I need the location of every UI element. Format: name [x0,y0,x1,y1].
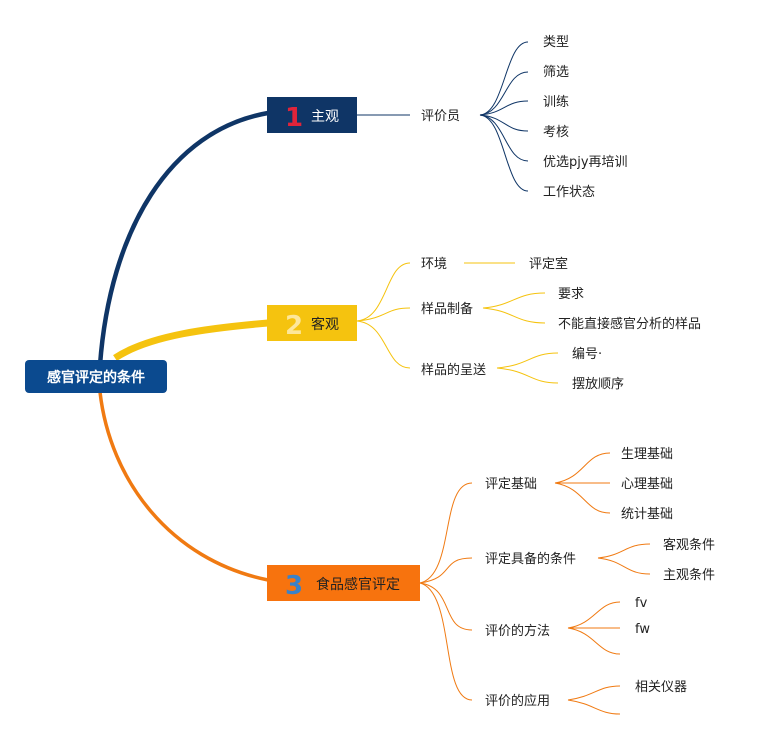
leaf-pingdingshi[interactable]: 评定室 [529,256,568,272]
branch-1-label: 主观 [311,109,339,125]
leaf-buneng[interactable]: 不能直接感官分析的样品 [558,316,701,332]
connector-branch-2 [113,319,269,361]
leaf-xiangguanyiqi[interactable]: 相关仪器 [635,680,687,695]
branch-3-node[interactable]: 3 食品感官评定 [267,565,420,601]
root-node[interactable]: 感官评定的条件 [25,360,167,393]
branch-2-label: 客观 [311,316,339,333]
leaf-keguan[interactable]: 客观条件 [663,537,715,553]
leaf-yaoqiu[interactable]: 要求 [558,287,584,302]
leaf-xinli[interactable]: 心理基础 [621,477,673,492]
node-yingyong[interactable]: 评价的应用 [485,693,550,709]
node-yangpinzhibei[interactable]: 样品制备 [421,301,473,317]
node-huanjing[interactable]: 环境 [421,257,447,272]
leaf-youxuan[interactable]: 优选pjy再培训 [543,154,628,170]
leaf-gongzuo[interactable]: 工作状态 [543,185,595,200]
root-node-box [25,360,167,393]
root-node-label: 感官评定的条件 [47,369,145,386]
connectors-b3-l1 [419,482,473,701]
connectors-b3-leaves [554,452,651,715]
leaf-kaohe[interactable]: 考核 [543,125,569,140]
leaf-tongji[interactable]: 统计基础 [621,507,673,522]
branch-2-box [267,305,357,341]
connectors-b2-leaves [464,262,559,384]
leaf-zhuguan[interactable]: 主观条件 [663,567,715,583]
leaf-fv[interactable]: fv [635,596,648,611]
branch-1-number: 1 [285,103,303,133]
branch-3-box [267,565,420,601]
branch-1-box [267,97,357,133]
branch-1-node[interactable]: 1 主观 [267,97,357,133]
connector-branch-1 [97,110,269,366]
connectors-b1-leaves [479,41,529,192]
connector-branch-3 [98,391,269,582]
leaf-fw[interactable]: fw [635,622,650,637]
leaf-shaixuan[interactable]: 筛选 [543,65,569,80]
leaf-baifang[interactable]: 摆放顺序 [572,377,624,392]
node-jubeitiaojian[interactable]: 评定具备的条件 [485,551,576,567]
leaf-xunlian[interactable]: 训练 [543,95,569,110]
leaf-shengli[interactable]: 生理基础 [621,447,673,462]
branch-2-node[interactable]: 2 客观 [267,305,357,341]
node-fangfa[interactable]: 评价的方法 [485,623,550,639]
node-pingdingjichu[interactable]: 评定基础 [485,477,537,492]
node-pingjiayuan[interactable]: 评价员 [421,109,460,124]
branch-3-number: 3 [285,571,303,601]
node-chengsong[interactable]: 样品的呈送 [421,362,486,378]
connectors-b2-l1 [356,262,411,369]
branch-2-number: 2 [285,311,303,341]
leaf-leixing[interactable]: 类型 [543,35,569,50]
branch-3-label: 食品感官评定 [316,576,400,593]
leaf-bianhao[interactable]: 编号· [572,347,602,362]
